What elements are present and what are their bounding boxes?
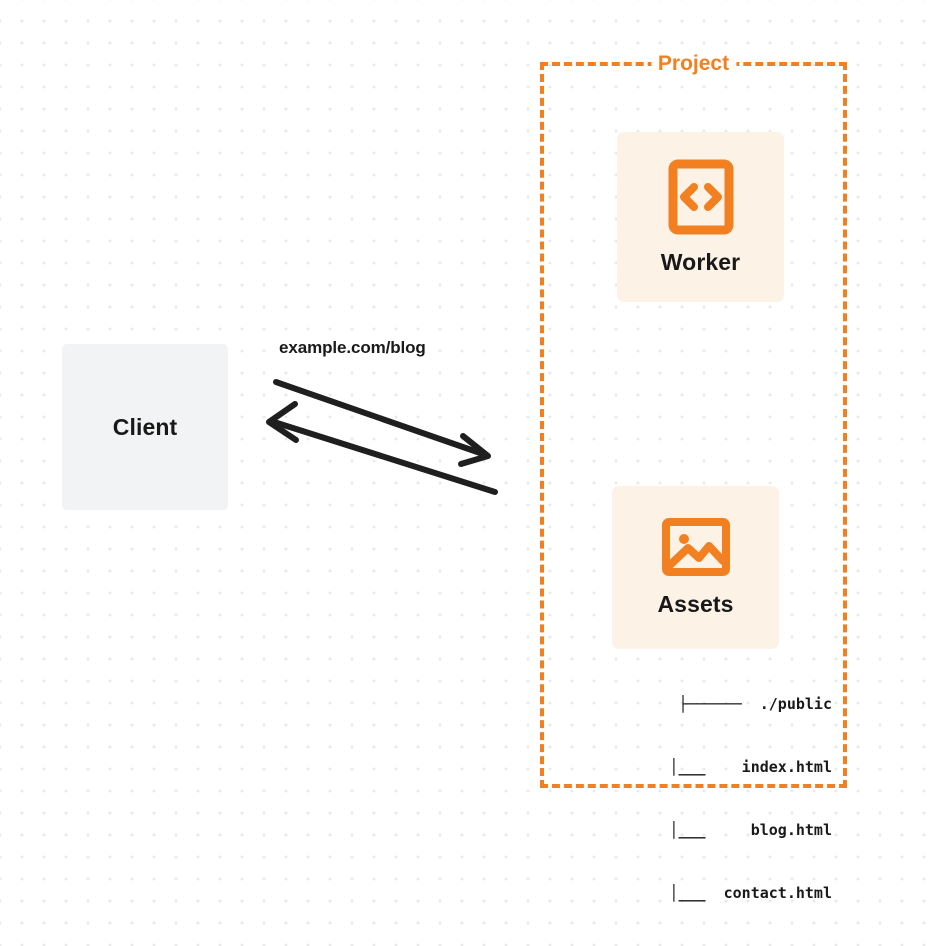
image-icon [661,517,731,577]
assets-label: Assets [657,591,734,617]
client-label: Client [112,413,178,440]
connection-arrows [266,379,498,495]
connection-label: example.com/blog [279,338,426,357]
project-title: Project [650,51,737,77]
response-arrow [266,401,498,495]
worker-node[interactable]: Worker [617,132,784,302]
project-container: Project Worker Assets ├────── ./public │… [540,51,847,902]
assets-node[interactable]: Assets [612,486,779,649]
worker-label: Worker [660,248,741,275]
file-tree-row: │___ blog.html [651,821,832,839]
file-tree-row: ├────── ./public [678,695,832,713]
file-tree-row: │___ index.html [651,758,832,776]
assets-file-tree: ├────── ./public │___ index.html │___ bl… [584,652,832,946]
code-file-icon [668,159,734,235]
request-arrow [273,379,491,467]
file-tree-row: │___ contact.html [651,884,832,902]
client-node: Client [62,344,228,510]
